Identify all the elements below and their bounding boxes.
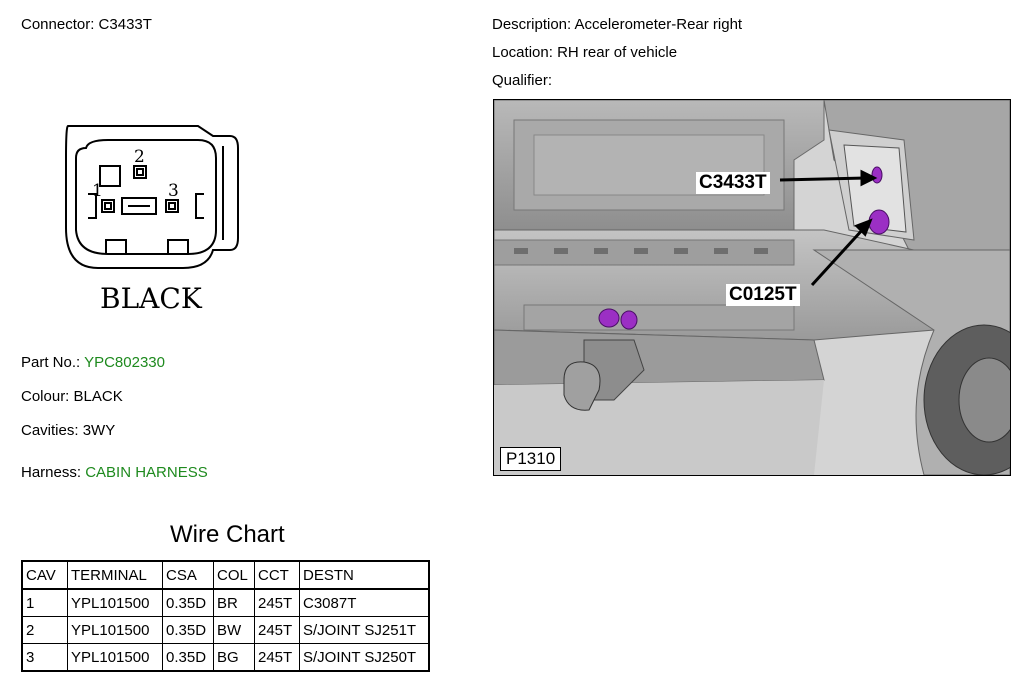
pin-3-label: 3 <box>168 181 179 201</box>
qualifier-field: Qualifier: <box>492 72 552 90</box>
connector-field: Connector: C3433T <box>21 16 152 34</box>
part-no-label: Part No.: <box>21 354 81 371</box>
header-cav: CAV <box>21 560 68 590</box>
cell-csa: 0.35D <box>162 643 214 672</box>
callout-c3433t: C3433T <box>696 172 770 194</box>
cavities-label: Cavities: <box>21 422 79 439</box>
header-terminal: TERMINAL <box>67 560 163 590</box>
description-label: Description: <box>492 16 572 33</box>
cell-cav: 2 <box>21 616 68 644</box>
cell-cav: 3 <box>21 643 68 672</box>
cell-cav: 1 <box>21 588 68 617</box>
cell-destn: S/JOINT SJ250T <box>299 643 430 672</box>
location-photo: C3433T C0125T P1310 <box>493 99 1011 476</box>
table-row: 1 YPL101500 0.35D BR 245T C3087T <box>21 588 430 617</box>
callout-c0125t: C0125T <box>726 284 800 306</box>
cell-cct: 245T <box>254 588 300 617</box>
header-cct: CCT <box>254 560 300 590</box>
cell-terminal: YPL101500 <box>67 643 163 672</box>
cell-cct: 245T <box>254 643 300 672</box>
location-field: Location: RH rear of vehicle <box>492 44 677 62</box>
wire-chart-table: CAV TERMINAL CSA COL CCT DESTN 1 YPL1015… <box>21 560 430 672</box>
cell-csa: 0.35D <box>162 616 214 644</box>
harness-label: Harness: <box>21 464 82 481</box>
header-col: COL <box>213 560 255 590</box>
photo-id-tag: P1310 <box>500 447 562 471</box>
cell-terminal: YPL101500 <box>67 616 163 644</box>
header-destn: DESTN <box>299 560 430 590</box>
connector-label: Connector: <box>21 16 95 33</box>
connector-colour-caption: BLACK <box>100 282 203 315</box>
harness-field: Harness: CABIN HARNESS <box>21 464 208 482</box>
colour-field: Colour: BLACK <box>21 388 123 406</box>
colour-value: BLACK <box>73 388 123 405</box>
colour-label: Colour: <box>21 388 70 405</box>
cell-col: BW <box>213 616 255 644</box>
wire-chart-header-row: CAV TERMINAL CSA COL CCT DESTN <box>21 560 430 590</box>
description-field: Description: Accelerometer-Rear right <box>492 16 742 34</box>
location-value: RH rear of vehicle <box>557 44 678 61</box>
vehicle-rear-illustration <box>494 100 1010 475</box>
cell-terminal: YPL101500 <box>67 588 163 617</box>
description-value: Accelerometer-Rear right <box>574 16 743 33</box>
harness-link[interactable]: CABIN HARNESS <box>85 464 208 481</box>
part-no-link[interactable]: YPC802330 <box>84 354 165 371</box>
connector-face-drawing: 1 2 3 BLACK <box>48 118 248 323</box>
table-row: 2 YPL101500 0.35D BW 245T S/JOINT SJ251T <box>21 616 430 644</box>
cell-cct: 245T <box>254 616 300 644</box>
pin-2-label: 2 <box>134 147 145 167</box>
cell-destn: S/JOINT SJ251T <box>299 616 430 644</box>
part-no-field: Part No.: YPC802330 <box>21 354 165 372</box>
cell-destn: C3087T <box>299 588 430 617</box>
pin-1-label: 1 <box>92 181 103 201</box>
header-csa: CSA <box>162 560 214 590</box>
cavities-field: Cavities: 3WY <box>21 422 115 440</box>
location-label: Location: <box>492 44 553 61</box>
cell-col: BR <box>213 588 255 617</box>
qualifier-label: Qualifier: <box>492 72 553 89</box>
table-row: 3 YPL101500 0.35D BG 245T S/JOINT SJ250T <box>21 643 430 672</box>
cell-col: BG <box>213 643 255 672</box>
cavities-value: 3WY <box>82 422 116 439</box>
connector-value: C3433T <box>98 16 152 33</box>
wire-chart-title: Wire Chart <box>170 521 285 548</box>
cell-csa: 0.35D <box>162 588 214 617</box>
